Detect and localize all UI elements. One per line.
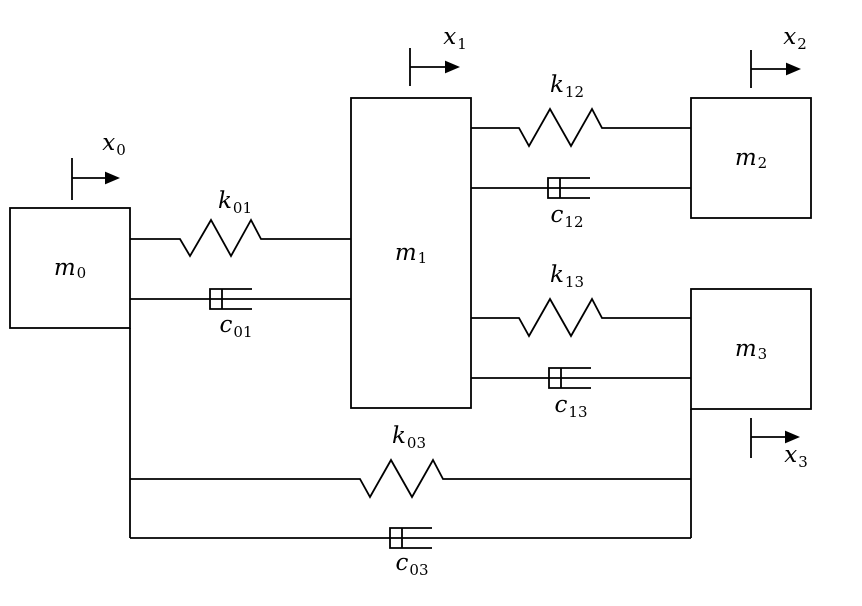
damper-c12-cylinder [547,177,590,199]
spring-k12 [471,107,691,148]
mass-m0-box [9,207,131,329]
damper-c03 [130,527,691,549]
x2-arrowhead-icon [786,62,801,76]
mass-m2-box [690,97,812,219]
coordinate-marker-x2 [750,50,786,88]
spring-k03 [130,458,691,499]
damper-c01-cylinder [209,288,252,310]
x3-arrowhead-icon [785,430,800,444]
damper-c13-cylinder [548,367,591,389]
damper-c12 [471,177,691,199]
coordinate-marker-x1 [409,48,445,86]
damper-c03-cylinder [389,527,432,549]
spring-k13 [471,297,691,338]
x1-arrowhead-icon [445,60,460,74]
coordinate-marker-x0 [71,158,106,200]
diagram-strokes [9,48,812,549]
spring-k01 [130,218,351,258]
mass-m3-box [690,288,812,410]
x0-arrowhead-icon [105,171,120,185]
coordinate-marker-x3 [750,418,785,458]
arrow-heads [105,60,801,444]
damper-c13 [471,367,691,389]
mass-m1-box [350,97,472,409]
damper-c01 [130,288,351,310]
